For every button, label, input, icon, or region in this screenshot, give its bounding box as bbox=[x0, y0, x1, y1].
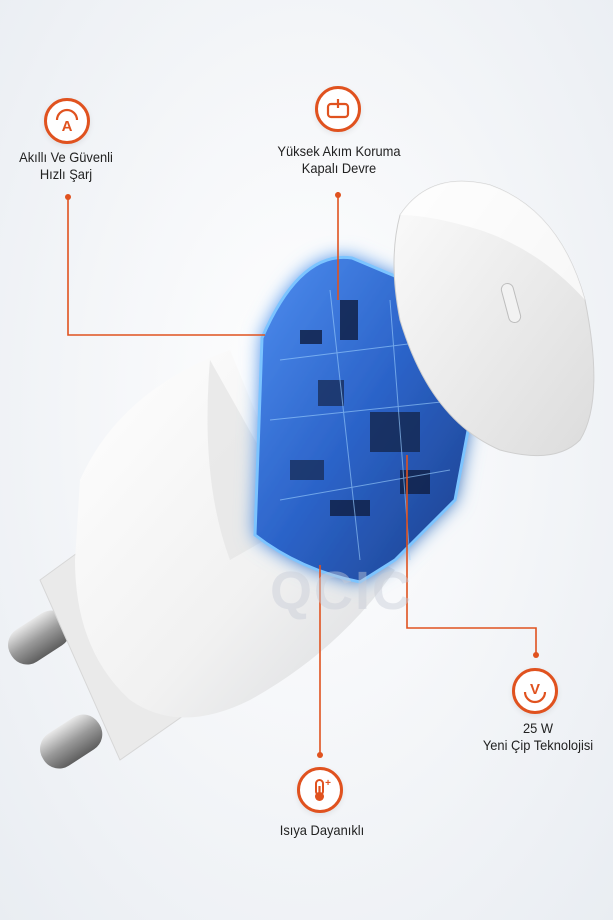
svg-text:+: + bbox=[325, 778, 331, 789]
v-chip-icon: V bbox=[512, 668, 558, 714]
plug-pin-top bbox=[8, 610, 71, 665]
thermometer-icon: + bbox=[297, 767, 343, 813]
power-icon bbox=[315, 86, 361, 132]
feature-label-chip: 25 W Yeni Çip Teknolojisi bbox=[482, 720, 594, 753]
plug-pin-bottom bbox=[40, 714, 103, 769]
svg-text:V: V bbox=[530, 681, 540, 698]
usb-c-port bbox=[500, 282, 522, 324]
callout-lines bbox=[67, 192, 537, 755]
watermark: QCIC bbox=[270, 561, 413, 621]
usb-c-cap bbox=[393, 180, 595, 457]
feature-label-heat-resistant: Isıya Dayanıklı bbox=[279, 822, 365, 838]
a-letter-icon: A bbox=[44, 98, 90, 144]
svg-text:A: A bbox=[62, 118, 73, 134]
feature-label-overcurrent: Yüksek Akım Koruma Kapalı Devre bbox=[277, 143, 401, 176]
feature-label-smart-charging: Akıllı Ve Güvenli Hızlı Şarj bbox=[19, 149, 113, 182]
